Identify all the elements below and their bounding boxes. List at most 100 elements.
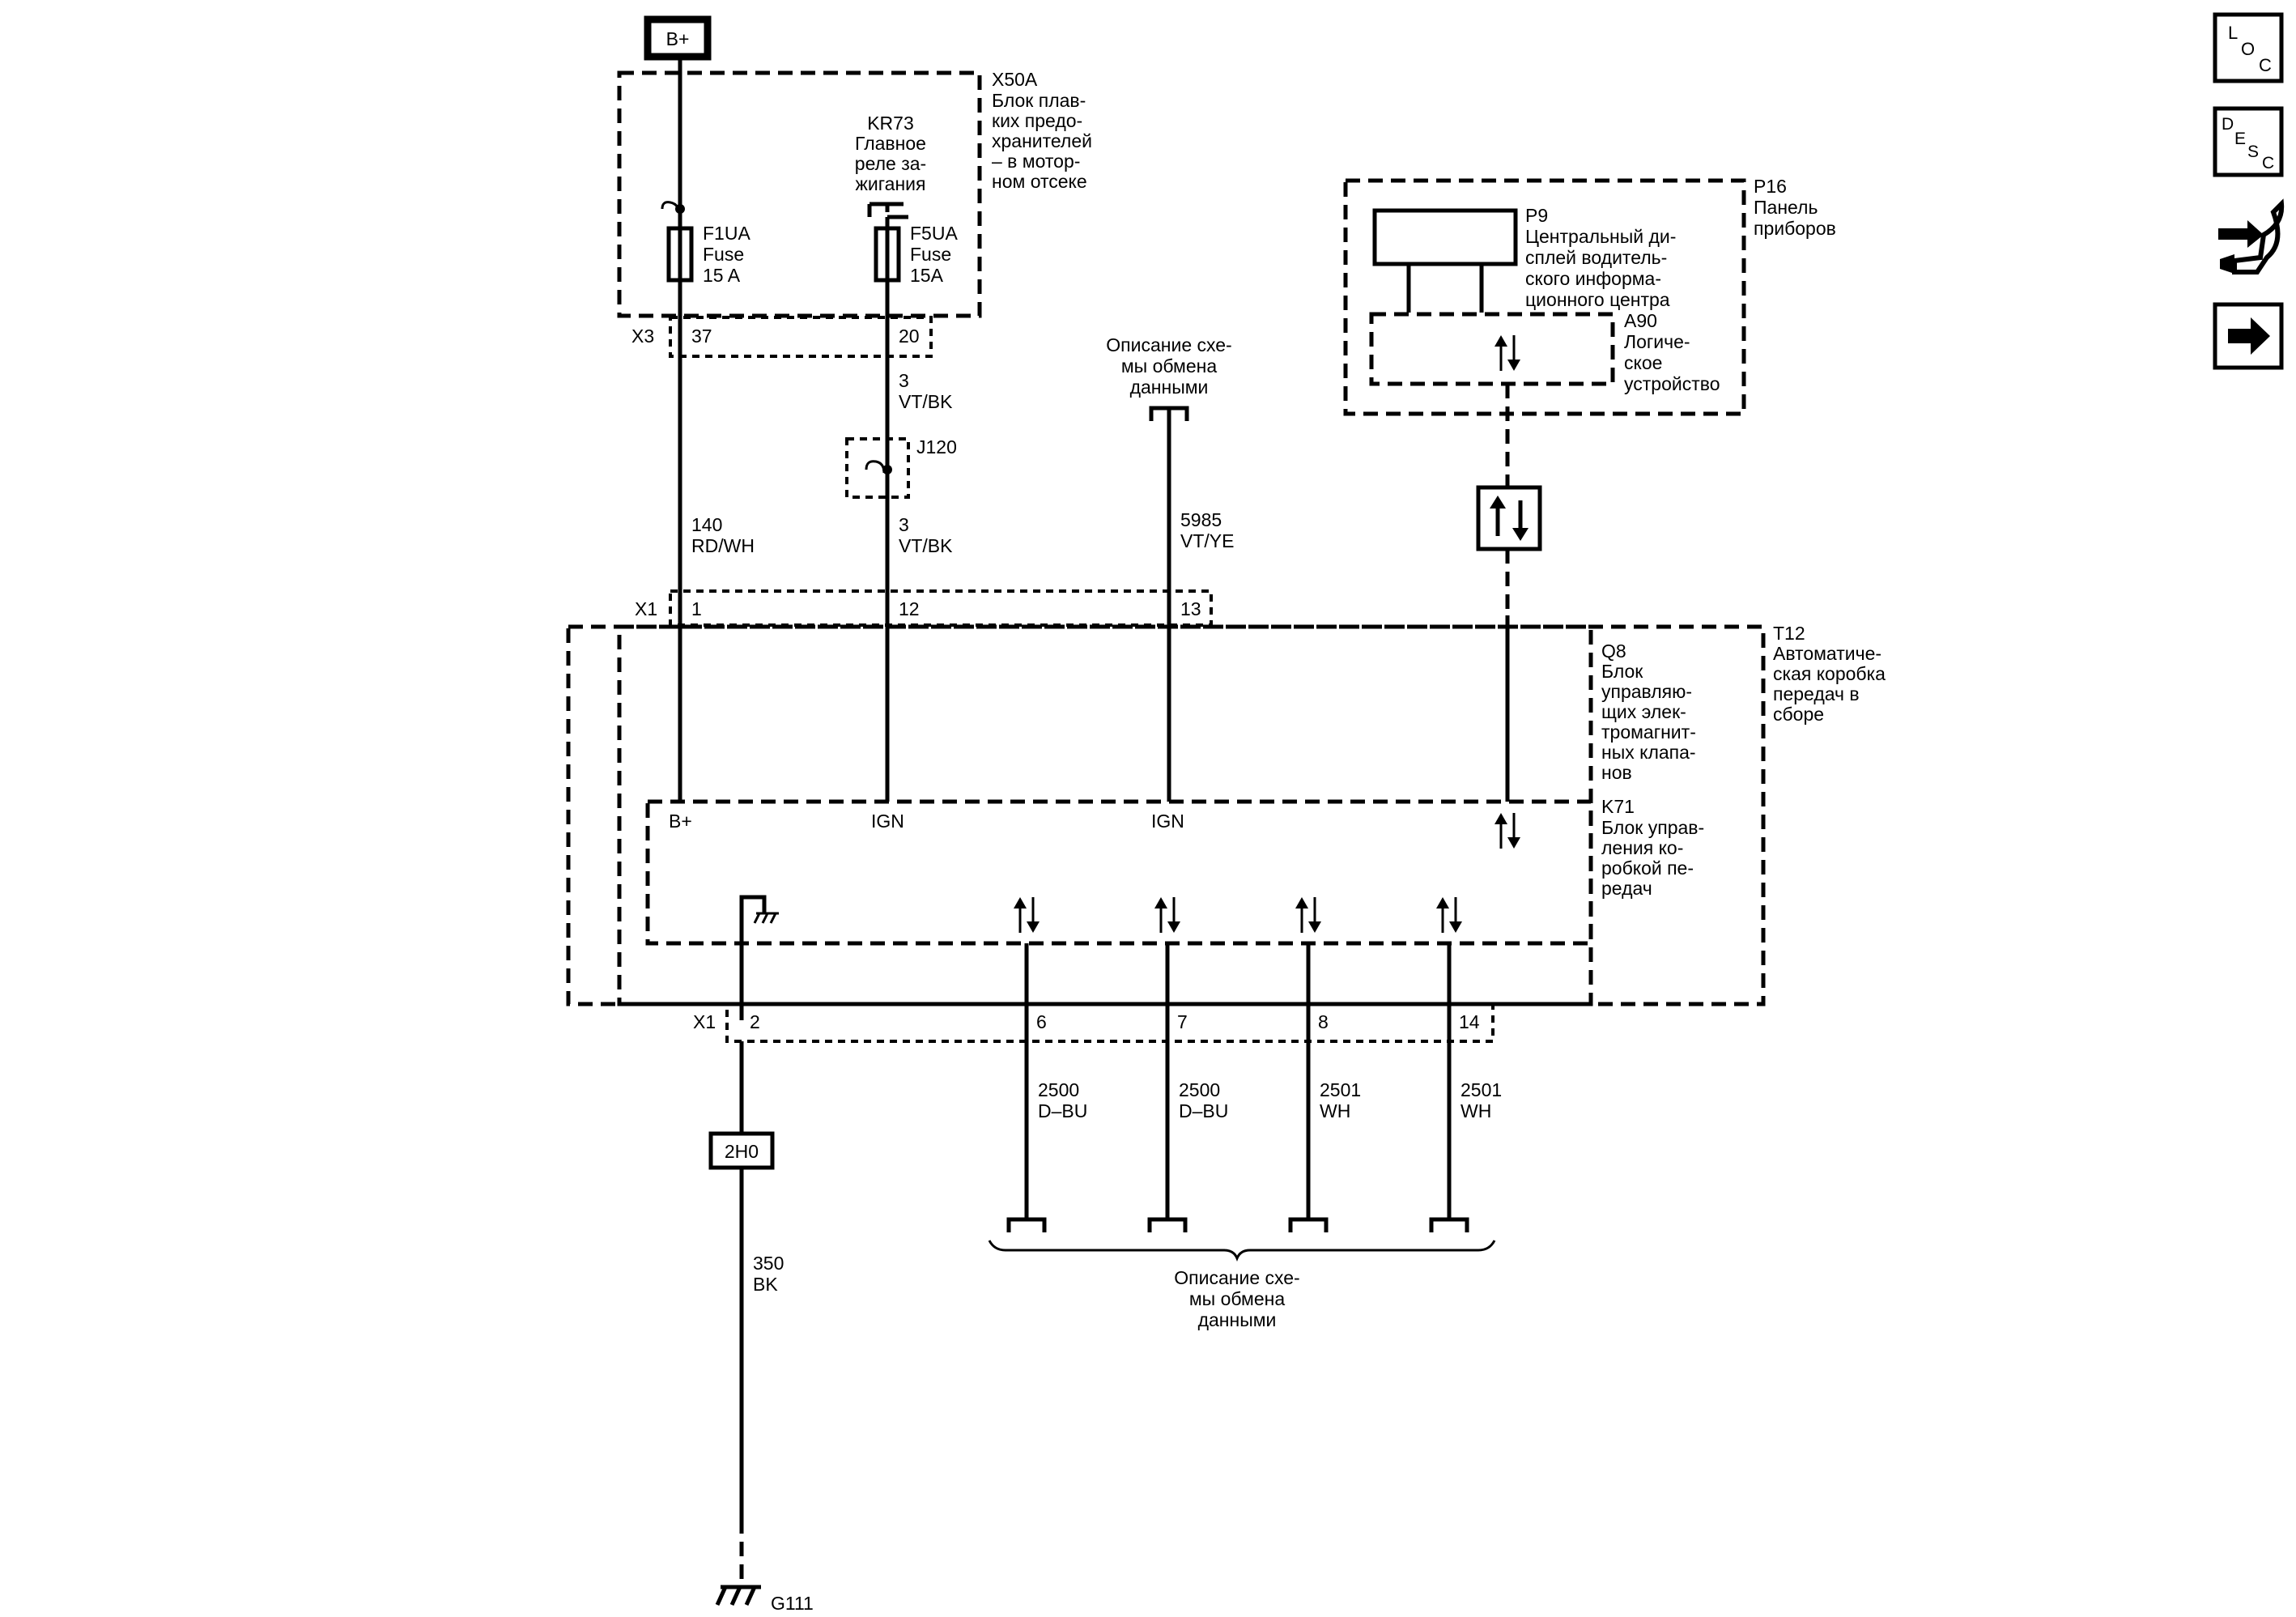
svg-text:350: 350 (753, 1253, 784, 1274)
serial-data-arrows-k71 (1495, 813, 1520, 849)
fuse-f1ua-label: F1UA Fuse 15 A (703, 223, 750, 286)
svg-text:мы обмена: мы обмена (1189, 1288, 1285, 1309)
svg-text:ционного центра: ционного центра (1525, 289, 1670, 310)
svg-text:15A: 15A (910, 265, 944, 286)
connector-x3-labels: X3 37 20 (631, 326, 920, 347)
svg-text:K71: K71 (1601, 796, 1635, 817)
svg-text:ных клапа-: ных клапа- (1601, 742, 1696, 763)
fuse-block-x50a-label: X50A Блок плав- ких предо- хранителей – … (992, 69, 1092, 192)
svg-text:данными: данными (1198, 1309, 1277, 1330)
connector-x1-top (669, 589, 1213, 627)
wire-5985-label: 5985 VT/YE (1180, 509, 1234, 551)
connector-x1-bottom-labels: X1 2 6 7 8 14 (693, 1011, 1480, 1032)
svg-text:сборе: сборе (1773, 704, 1824, 725)
svg-text:данными: данными (1130, 377, 1209, 398)
svg-text:X1: X1 (635, 598, 657, 619)
svg-text:управляю-: управляю- (1601, 681, 1692, 702)
data-comm-terminals-bottom (988, 1217, 1496, 1262)
svg-text:Автоматиче-: Автоматиче- (1773, 643, 1881, 664)
svg-text:WH: WH (1320, 1100, 1350, 1121)
data-arrow-pin-14 (1436, 897, 1462, 933)
serial-data-arrows-a90 (1495, 335, 1520, 371)
splice-j120-label: J120 (916, 436, 957, 457)
svg-text:X50A: X50A (992, 69, 1038, 90)
svg-text:Q8: Q8 (1601, 640, 1626, 662)
svg-text:VT/BK: VT/BK (899, 535, 953, 556)
svg-text:ном отсеке: ном отсеке (992, 171, 1087, 192)
svg-text:D: D (2222, 115, 2234, 134)
svg-text:устройство: устройство (1624, 373, 1720, 394)
data-comm-ref-bottom: Описание схе- мы обмена данными (1174, 1267, 1299, 1330)
svg-text:X1: X1 (693, 1011, 716, 1032)
svg-text:робкой пе-: робкой пе- (1601, 857, 1694, 879)
svg-text:IGN: IGN (871, 811, 904, 832)
svg-text:ское: ское (1624, 352, 1662, 373)
bplus-label: B+ (666, 28, 690, 49)
svg-text:BK: BK (753, 1274, 778, 1295)
svg-text:IGN: IGN (1151, 811, 1184, 832)
fuse-f1ua (661, 201, 694, 283)
svg-text:3: 3 (899, 370, 909, 391)
svg-text:20: 20 (899, 326, 920, 347)
svg-text:A90: A90 (1624, 310, 1657, 331)
svg-text:Панель: Панель (1754, 197, 1818, 218)
svg-text:тромагнит-: тромагнит- (1601, 721, 1696, 743)
next-arrow-icon[interactable] (2213, 302, 2284, 370)
svg-text:2500: 2500 (1038, 1079, 1079, 1100)
svg-text:2H0: 2H0 (725, 1141, 759, 1162)
svg-text:ского информа-: ского информа- (1525, 268, 1661, 289)
instrument-panel-p16-label: P16 Панель приборов (1754, 176, 1836, 239)
svg-text:F1UA: F1UA (703, 223, 750, 244)
svg-text:D–BU: D–BU (1179, 1100, 1228, 1121)
serial-data-symbol (1476, 485, 1542, 551)
ground-g111-label: G111 (771, 1593, 814, 1614)
connector-repair-icon[interactable] (2218, 198, 2285, 274)
wire-350-label: 350 BK (753, 1253, 784, 1295)
svg-text:Описание схе-: Описание схе- (1106, 334, 1231, 355)
svg-text:2: 2 (750, 1011, 760, 1032)
internal-ground-symbol (739, 895, 779, 1020)
svg-text:щих элек-: щих элек- (1601, 701, 1686, 722)
svg-text:Описание схе-: Описание схе- (1174, 1267, 1299, 1288)
svg-text:140: 140 (691, 514, 722, 535)
svg-text:F5UA: F5UA (910, 223, 958, 244)
desc-icon[interactable]: D E S C (2213, 106, 2284, 177)
svg-text:C: C (2259, 55, 2272, 75)
svg-text:2501: 2501 (1320, 1079, 1361, 1100)
svg-text:Центральный ди-: Центральный ди- (1525, 226, 1676, 247)
svg-text:D–BU: D–BU (1038, 1100, 1087, 1121)
instrument-panel-p16-outline (1343, 178, 1746, 416)
svg-text:P16: P16 (1754, 176, 1787, 197)
svg-text:37: 37 (691, 326, 712, 347)
svg-text:Fuse: Fuse (910, 244, 951, 265)
svg-text:жигания: жигания (856, 173, 926, 194)
svg-text:KR73: KR73 (867, 113, 914, 134)
svg-text:сплей водитель-: сплей водитель- (1525, 247, 1667, 268)
connector-x1-top-labels: X1 1 12 13 (635, 598, 1201, 619)
svg-text:S: S (2247, 143, 2259, 161)
display-p9-label: P9 Центральный ди- сплей водитель- ского… (1525, 205, 1676, 310)
svg-text:T12: T12 (1773, 623, 1805, 644)
svg-text:Блок плав-: Блок плав- (992, 90, 1086, 111)
svg-text:редач: редач (1601, 878, 1652, 899)
data-arrow-pin-8 (1295, 897, 1321, 933)
logic-device-a90-outline (1369, 312, 1615, 386)
svg-text:ская коробка: ская коробка (1773, 663, 1886, 684)
svg-text:Главное: Главное (855, 133, 926, 154)
logic-device-a90-label: A90 Логиче- ское устройство (1624, 310, 1720, 394)
display-p9 (1372, 208, 1518, 313)
svg-text:Блок: Блок (1601, 661, 1643, 682)
connector-x3 (669, 316, 933, 358)
wire-labels-bottom: 2500 D–BU 2500 D–BU 2501 WH 2501 WH (1038, 1079, 1502, 1121)
tcm-k71-label: K71 Блок управ- ления ко- робкой пе- ред… (1601, 796, 1704, 899)
svg-text:мы обмена: мы обмена (1121, 355, 1217, 377)
svg-text:передач в: передач в (1773, 683, 1860, 704)
data-arrows-bottom (1014, 897, 1462, 933)
svg-text:Fuse: Fuse (703, 244, 744, 265)
loc-icon[interactable]: L O C (2213, 12, 2284, 83)
svg-text:5985: 5985 (1180, 509, 1222, 530)
svg-text:12: 12 (899, 598, 920, 619)
data-arrow-pin-6 (1014, 897, 1040, 933)
svg-text:L: L (2228, 23, 2238, 43)
